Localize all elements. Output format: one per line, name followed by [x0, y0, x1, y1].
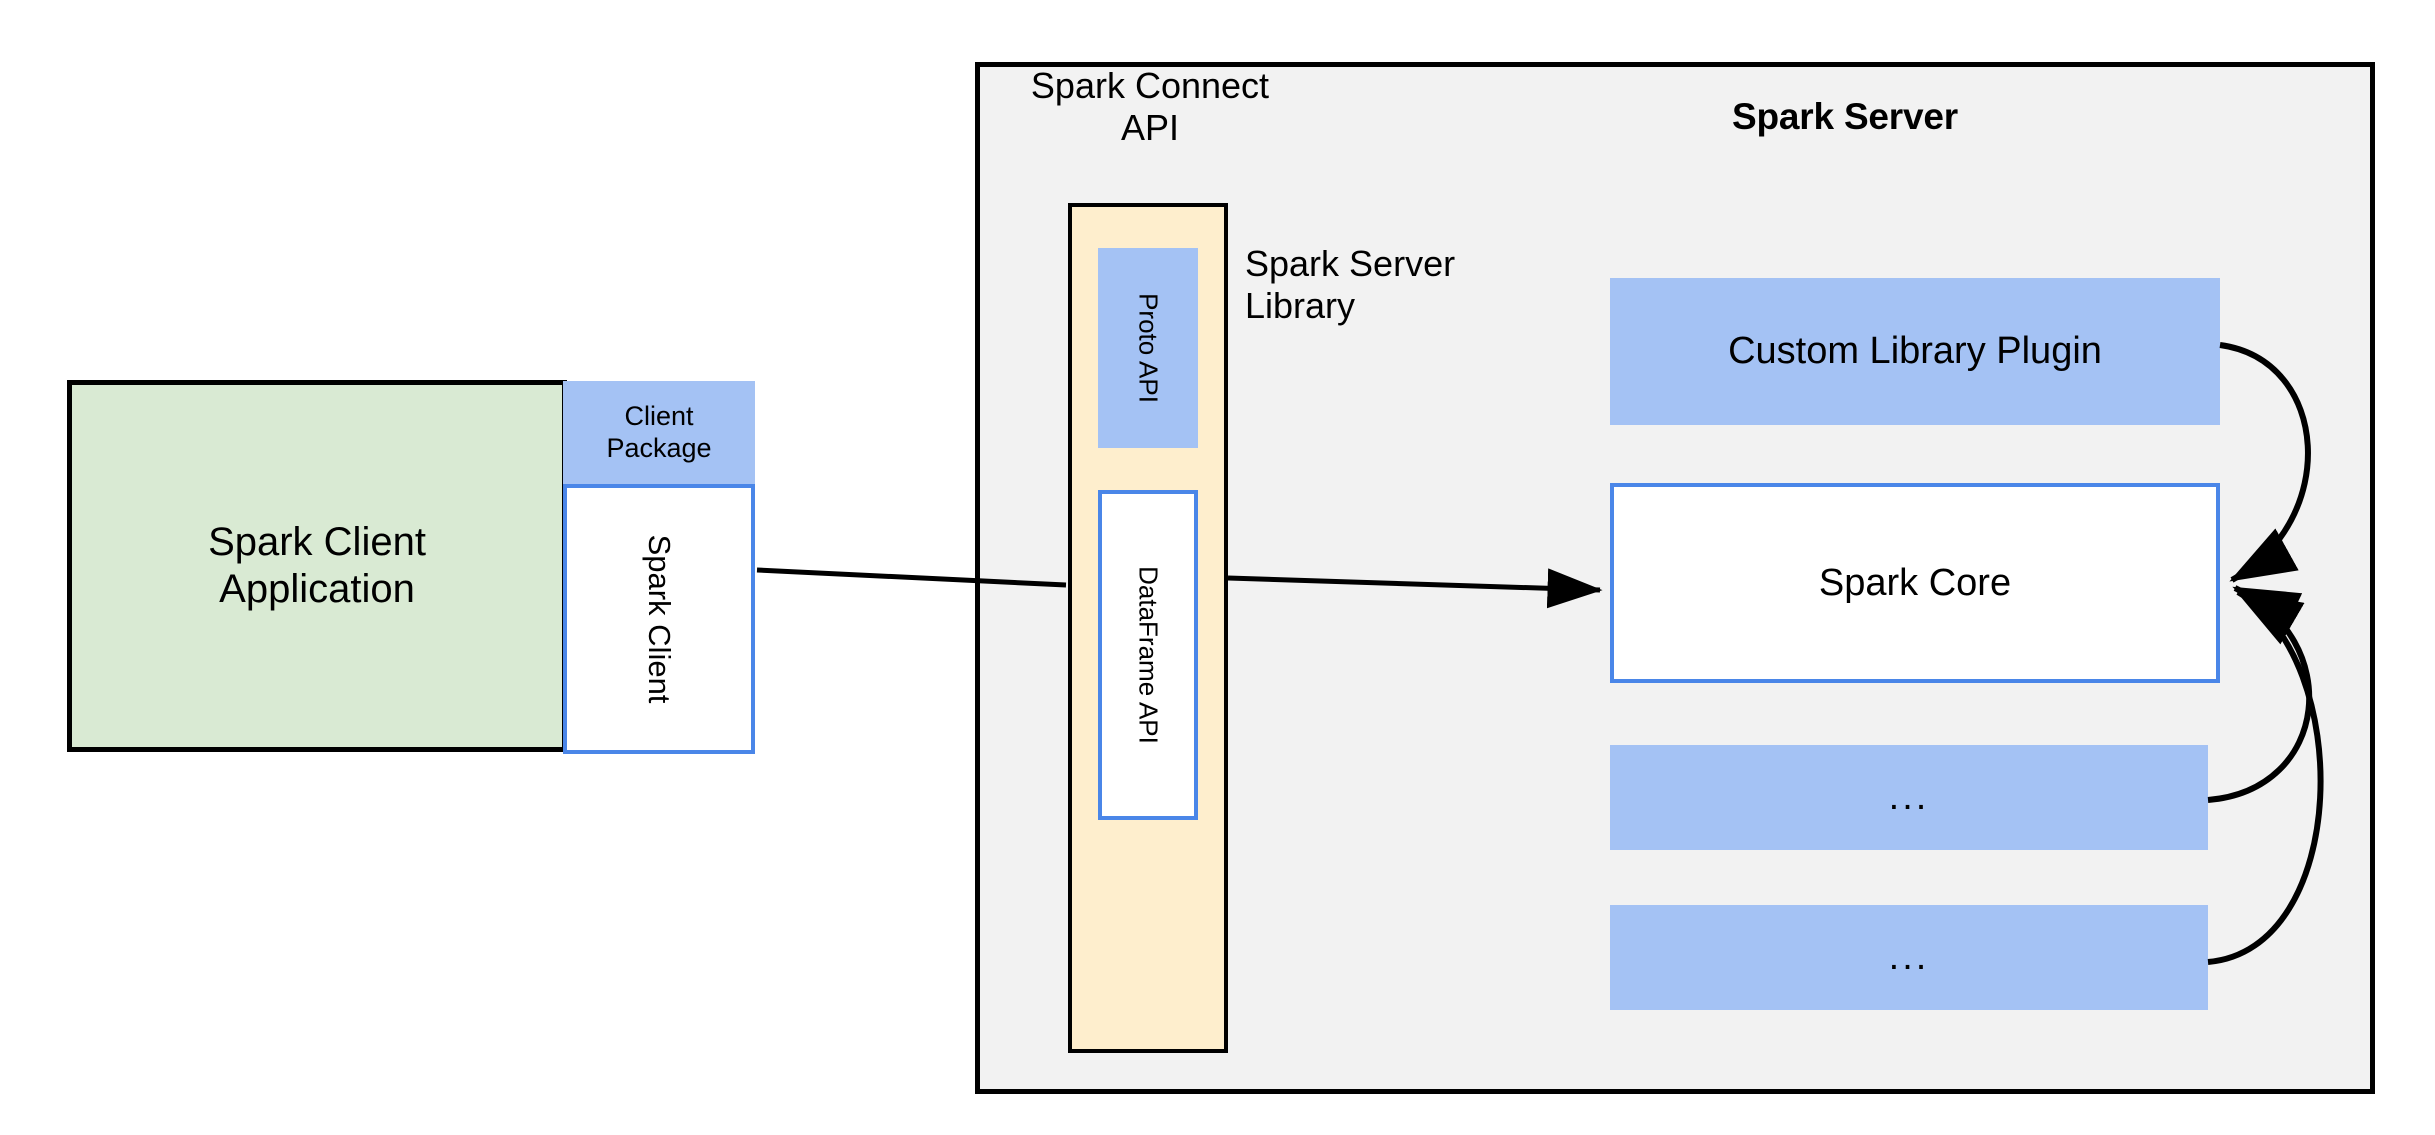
spark-server-title: Spark Server: [1732, 96, 1958, 138]
additional-plugin-label-2: ...: [1888, 936, 1930, 979]
additional-plugin-box-2[interactable]: ...: [1610, 905, 2208, 1010]
spark-client-label: Spark Client: [642, 534, 677, 704]
spark-client-application-box[interactable]: Spark Client Application: [67, 380, 567, 752]
spark-connect-api-title: Spark Connect API: [1030, 64, 1270, 148]
client-package-box[interactable]: Client Package: [563, 381, 755, 484]
proto-api-box[interactable]: Proto API: [1098, 248, 1198, 448]
dataframe-api-label: DataFrame API: [1133, 566, 1164, 744]
additional-plugin-box-1[interactable]: ...: [1610, 745, 2208, 850]
proto-api-label: Proto API: [1133, 293, 1164, 403]
spark-core-label: Spark Core: [1818, 561, 2012, 604]
spark-core-box[interactable]: Spark Core: [1610, 483, 2220, 683]
spark-client-application-label: Spark Client Application: [208, 519, 426, 611]
client-package-label: Client Package: [606, 400, 712, 463]
spark-server-library-title: Spark Server Library: [1245, 242, 1456, 326]
custom-library-plugin-box[interactable]: Custom Library Plugin: [1610, 278, 2220, 425]
additional-plugin-label-1: ...: [1888, 776, 1930, 819]
dataframe-api-box[interactable]: DataFrame API: [1098, 490, 1198, 820]
custom-library-plugin-label: Custom Library Plugin: [1728, 330, 2102, 373]
spark-client-box[interactable]: Spark Client: [563, 484, 755, 754]
